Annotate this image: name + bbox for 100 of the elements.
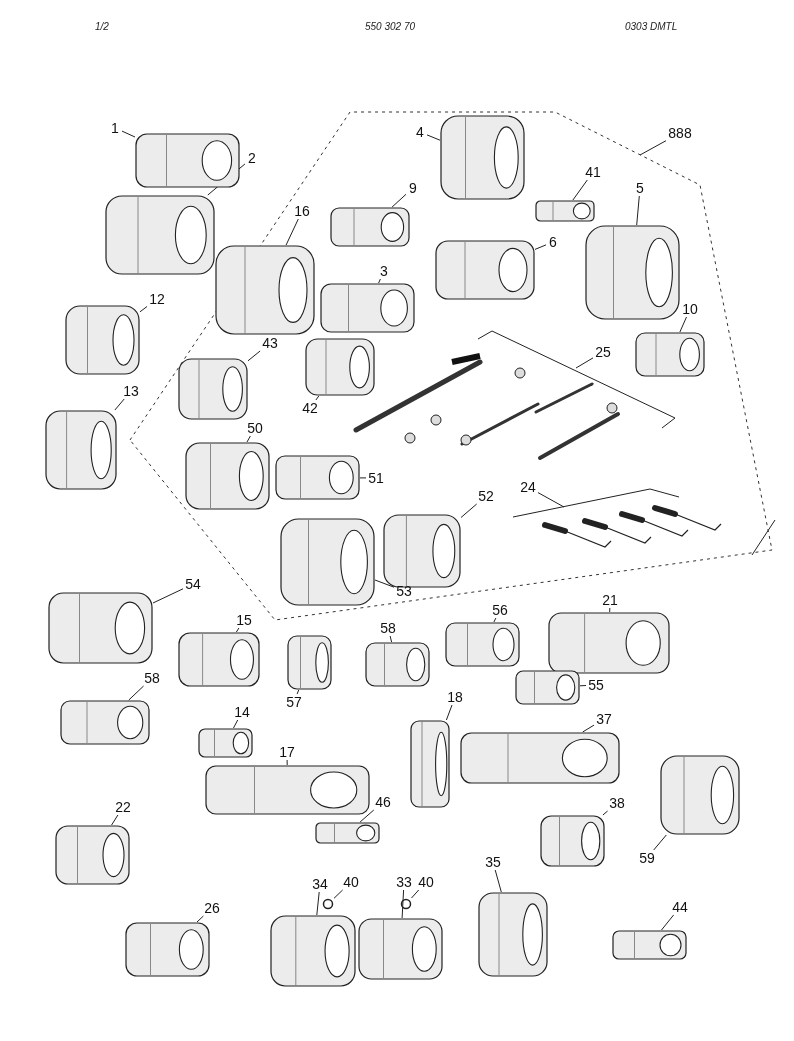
callout-number: 4	[413, 124, 427, 140]
callout-number: 50	[245, 420, 265, 436]
header-text: 1/2	[95, 21, 109, 32]
leader-line	[296, 689, 300, 695]
callout-number: 18	[445, 689, 465, 705]
part-drawing	[612, 930, 687, 960]
leader-line	[196, 915, 204, 923]
leader-line	[246, 435, 251, 443]
leader-line	[411, 889, 420, 899]
callout-number: 51	[366, 470, 386, 486]
callout-number: 57	[284, 694, 304, 710]
part-drawing	[460, 732, 620, 784]
leader-line	[636, 195, 640, 226]
part-drawing	[60, 700, 150, 745]
leader-line	[653, 834, 667, 851]
leader-line	[389, 635, 393, 643]
part-drawing	[287, 635, 332, 690]
leader-line	[315, 395, 320, 401]
part-drawing	[55, 825, 130, 885]
leader-line	[401, 889, 405, 919]
part-drawing	[535, 200, 595, 222]
part-drawing	[105, 195, 215, 275]
callout-number: 56	[490, 602, 510, 618]
callout-number: 26	[202, 900, 222, 916]
part-drawing	[365, 642, 430, 687]
leader-line	[639, 140, 667, 156]
part-drawing	[65, 305, 140, 375]
leader-line	[575, 357, 594, 369]
callout-number: 1	[108, 120, 122, 136]
callout-number: 35	[483, 854, 503, 870]
callout-number: 14	[232, 704, 252, 720]
leader-line	[493, 617, 497, 623]
callout-number: 33	[394, 874, 414, 890]
part-drawing	[445, 622, 520, 667]
leader-line	[152, 588, 184, 604]
part-drawing	[280, 518, 375, 606]
callout-number: 58	[142, 670, 162, 686]
part-drawing	[178, 358, 248, 420]
callout-number: 41	[583, 164, 603, 180]
part-drawing	[178, 632, 260, 687]
callout-number: 58	[378, 620, 398, 636]
callout-number: 21	[600, 592, 620, 608]
callout-number: 9	[406, 180, 420, 196]
leader-line	[537, 492, 565, 508]
leader-line	[534, 244, 547, 250]
leader-line	[661, 914, 675, 931]
part-drawing	[383, 514, 461, 588]
leader-line	[679, 316, 687, 333]
callout-number: 12	[147, 291, 167, 307]
leader-line	[426, 134, 441, 141]
callout-number: 40	[416, 874, 436, 890]
leader-line	[460, 503, 478, 518]
part-drawing	[358, 918, 443, 980]
leader-line	[114, 398, 125, 411]
leader-line	[139, 306, 148, 313]
leader-line	[286, 759, 288, 766]
header-text: 0303 DMTL	[625, 21, 678, 32]
leader-line	[359, 809, 375, 823]
callout-number: 52	[476, 488, 496, 504]
callout-number: 54	[183, 576, 203, 592]
callout-number: 53	[394, 583, 414, 599]
callout-number: 46	[373, 794, 393, 810]
callout-number: 38	[607, 795, 627, 811]
leader-line	[359, 477, 367, 479]
callout-number: 37	[594, 711, 614, 727]
part-drawing	[330, 207, 410, 247]
part-drawing	[205, 765, 370, 815]
o-ring	[400, 898, 412, 910]
part-drawing	[275, 455, 360, 500]
leader-line	[247, 350, 261, 362]
callout-number: 43	[260, 335, 280, 351]
leader-line	[391, 193, 407, 208]
leader-line	[579, 685, 587, 687]
callout-number: 3	[377, 263, 391, 279]
part-drawing	[435, 240, 535, 300]
part-drawing	[320, 283, 415, 333]
part-drawing	[515, 670, 580, 705]
leader-line	[445, 704, 453, 721]
leader-line	[494, 869, 502, 893]
part-drawing	[135, 133, 240, 188]
part-drawing	[45, 410, 117, 490]
leader-line	[235, 627, 240, 633]
leader-line	[333, 889, 344, 899]
callout-number: 6	[546, 234, 560, 250]
callout-number: 34	[310, 876, 330, 892]
part-drawing	[585, 225, 680, 320]
callout-number: 15	[234, 612, 254, 628]
leader-line	[121, 130, 136, 138]
part-drawing	[478, 892, 548, 977]
leader-line	[111, 814, 119, 826]
part-drawing	[635, 332, 705, 377]
part-drawing	[410, 720, 450, 808]
part-drawing	[125, 922, 210, 977]
leader-line	[582, 724, 595, 733]
part-drawing	[198, 728, 253, 758]
part-drawing	[48, 592, 153, 664]
leader-line	[316, 891, 320, 916]
callout-number: 59	[637, 850, 657, 866]
part-drawing	[660, 755, 740, 835]
part-drawing	[270, 915, 356, 987]
